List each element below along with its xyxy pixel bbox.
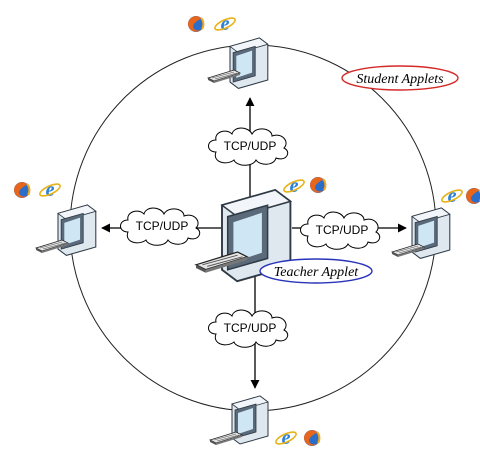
protocol-cloud-bottom: TCP/UDP (208, 309, 289, 348)
protocol-label-left: TCP/UDP (136, 219, 189, 233)
computer-icon (229, 37, 269, 89)
protocol-cloud-left: TCP/UDP (120, 207, 201, 246)
firefox-icon (187, 15, 205, 33)
student-applets-label: Student Applets (356, 72, 444, 87)
teacher-applet-oval (259, 258, 373, 284)
firefox-icon (309, 176, 327, 194)
internet-explorer-icon (273, 426, 299, 450)
protocol-cloud-top: TCP/UDP (208, 127, 289, 166)
protocol-cloud-right: TCP/UDP (300, 211, 381, 250)
student-computer-right (391, 207, 451, 259)
teacher-applet-tag: Teacher Applet (259, 258, 373, 284)
student-computer-left (35, 204, 97, 256)
internet-explorer-icon (37, 178, 63, 202)
protocol-label-right: TCP/UDP (316, 223, 369, 237)
firefox-icon (303, 429, 321, 447)
internet-explorer-icon (439, 184, 465, 208)
teacher-applet-label: Teacher Applet (274, 265, 359, 280)
firefox-icon (13, 181, 31, 199)
internet-explorer-icon (281, 174, 307, 198)
internet-explorer-icon (212, 12, 238, 36)
protocol-label-top: TCP/UDP (224, 139, 277, 153)
protocol-label-bottom: TCP/UDP (224, 321, 277, 335)
student-computer-top (207, 37, 269, 89)
student-applets-tag: Student Applets (341, 65, 459, 91)
student-applets-oval (341, 65, 459, 91)
firefox-icon (465, 187, 480, 205)
student-computer-bottom (209, 395, 269, 446)
computer-icon (57, 204, 97, 256)
